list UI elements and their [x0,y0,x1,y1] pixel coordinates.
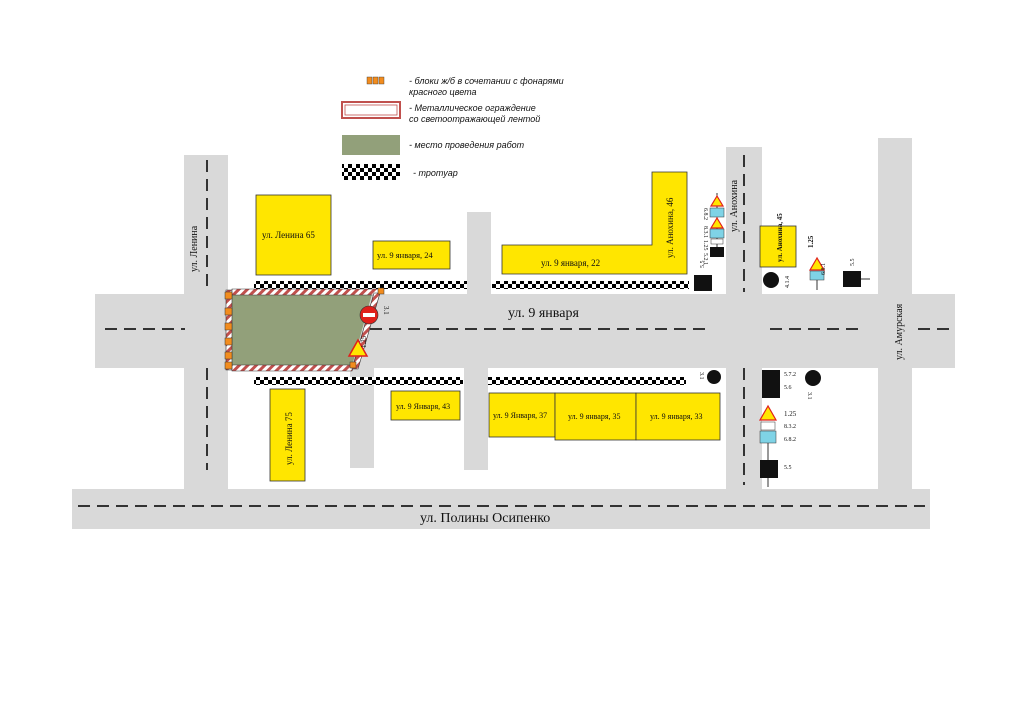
sign-label-8-3-2: 8.3.2 [784,424,796,430]
roads [72,138,955,529]
label-9-yanvarya-37: ул. 9 Января, 37 [493,411,547,420]
road-anokhina [726,147,762,522]
square-sign-icon [710,247,724,257]
label-anokhina-46: ул. Анохина, 46 [665,197,675,258]
round-sign-icon [805,370,821,386]
sign-label-5-5: 5.5 [850,259,856,267]
markers-north: 5.5 4.1.4 1.25 6.8.1 5.5 [694,235,870,291]
sign-label-1-25: 1.25 [784,410,797,418]
legend-sidewalk-text: - тротуар [413,168,458,178]
sign-label-6-8-2: 6.8.2 [702,208,708,220]
road-polina-osipenko [72,489,930,529]
legend-fence-icon [341,101,401,119]
label-9-yanvarya-24: ул. 9 января, 24 [377,250,434,260]
building-9-yanvarya-22 [501,171,688,275]
sign-label-6-8-1: 6.8.1 [821,263,827,275]
legend-blocks-text: - блоки ж/б в сочетании с фонарями красн… [409,76,564,97]
plate-sign-icon [710,238,724,245]
street-polina-osipenko: ул. Полины Осипенко [420,511,550,526]
round-sign-icon [763,272,779,288]
road-amurskaya [878,138,912,490]
label-anokhina-45: ул. Анохина, 45 [776,213,784,262]
warning-sign-icon [709,216,725,229]
sign-post-anokhina-north: 6.8.2 8.3.1 1.25 5.2.1 [702,193,725,265]
sign-label-5-2-1: 5.2.1 [702,253,708,265]
building-labels: ул. Ленина 65 ул. 9 января, 24 ул. 9 янв… [262,197,784,465]
label-9-yanvarya-22: ул. 9 января, 22 [541,258,600,268]
label-9-yanvarya-35: ул. 9 января, 35 [568,412,621,421]
street-lenina: ул. Ленина [189,225,200,272]
legend-sidewalk-icon [342,164,400,180]
road-lane-3 [464,368,488,470]
sign-label-1-25: 1.25 [702,240,708,251]
building-9-yanvarya-35 [554,392,637,441]
sign-label-3-1: 3.1 [698,372,704,380]
road-works-sign-icon [758,404,778,421]
buildings [255,171,797,482]
sign-label-6-8-2: 6.8.2 [784,437,796,443]
legend-worksite-icon [342,135,400,155]
square-sign-icon [760,460,778,478]
sidewalk-south-1 [254,377,463,385]
worksite-area [232,294,372,366]
building-lenina-75 [269,388,306,482]
street-labels: ул. 9 января ул. Полины Осипенко ул. Лен… [189,179,905,526]
sign-label-4-1-4: 4.1.4 [785,276,791,288]
building-lenina-65 [255,194,332,276]
sign-label-1-25: 1.25 [807,235,815,248]
legend-worksite-text: - место проведения работ [409,140,525,150]
square-sign-icon [843,271,861,287]
sign-label-3-1: 3.1 [382,306,390,315]
metal-fence-bottom [231,364,355,372]
label-lenina-65: ул. Ленина 65 [262,230,315,240]
lane-markings [78,155,950,507]
legend-blocks-icon [366,76,385,85]
sign-label-3-1: 3.1 [806,392,812,400]
road-works-sign-icon [709,194,725,207]
road-lane-1 [467,212,491,294]
metal-fence-top [231,288,381,296]
square-sign-icon [694,275,712,291]
sign-label-5-5: 5.5 [700,261,706,269]
building-anokhina-45 [759,225,797,268]
sign-label-8-3-1: 8.3.1 [702,226,708,238]
street-9-yanvarya: ул. 9 января [508,306,579,321]
label-9-yanvarya-33: ул. 9 января, 33 [650,412,703,421]
building-9-yanvarya-24 [372,240,451,270]
label-lenina-75: ул. Ленина 75 [284,412,294,465]
concrete-blocks [224,287,385,370]
building-9-yanvarya-37 [488,392,556,438]
street-anokhina: ул. Анохина [729,179,740,232]
label-9-yanvarya-43: ул. 9 Января, 43 [396,402,450,411]
street-amurskaya: ул. Амурская [894,303,905,360]
plate-sign-icon [709,228,725,239]
legend-fence-text: - Металлическое ограждение со светоотраж… [409,103,541,124]
sign-label-1-25: 1.25 [360,335,368,348]
road-works-sign-icon [808,256,826,271]
sidewalk-north-2 [492,281,689,289]
info-sign-icon [759,430,777,444]
sign-label-5-5: 5.5 [784,465,792,471]
sidewalks [254,281,689,385]
markers-south: 3.1 5.7.2 5.6 3.1 1.25 8.3.2 6.8.2 5.5 [698,370,821,487]
sign-label-5-7-2: 5.7.2 [784,372,796,378]
info-sign-icon [709,207,725,218]
building-9-yanvarya-33 [635,392,721,441]
work-zone: 3.1 1.25 [224,287,390,372]
sidewalk-north-1 [254,281,467,289]
sign-label-5-6: 5.6 [784,385,792,391]
round-sign-icon [707,370,721,384]
plate-sign-icon [760,421,776,431]
sidewalk-south-2 [488,377,686,385]
building-9-yanvarya-43 [390,390,461,421]
road-works-sign-icon [347,338,369,357]
legend-symbols [341,76,401,180]
square-sign-icon [762,370,780,398]
